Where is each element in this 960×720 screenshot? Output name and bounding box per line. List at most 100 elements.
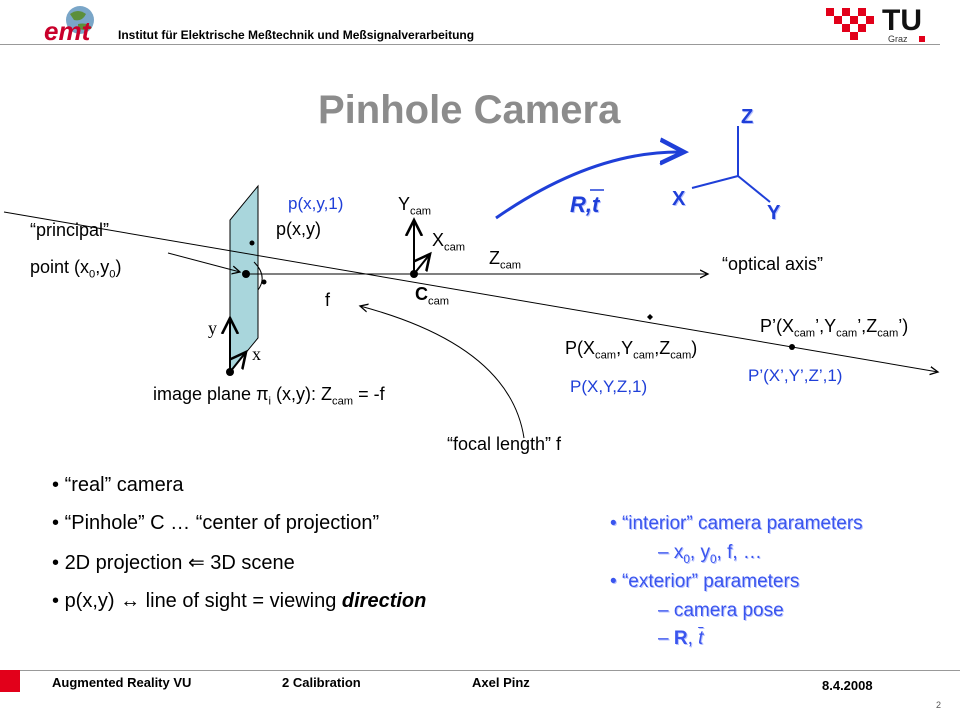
image-plane-text: image plane π bbox=[153, 384, 269, 404]
tu-logo-sub: Graz bbox=[888, 34, 908, 44]
ccam-label: Ccam bbox=[415, 284, 449, 308]
emt-logo-text: emt bbox=[44, 16, 91, 46]
pinhole-arc bbox=[253, 261, 263, 291]
bullet-projection: • 2D projection ⇐ 3D scene bbox=[52, 552, 295, 574]
p-cam-label: P(Xcam,Ycam,Zcam) bbox=[565, 338, 697, 362]
zcam-letter: Z bbox=[489, 248, 500, 268]
emt-logo: emt bbox=[38, 4, 110, 46]
tu-graz-pattern-icon bbox=[826, 8, 874, 40]
p-sep2: ,Z bbox=[654, 338, 671, 358]
zcam-sub: cam bbox=[500, 259, 522, 272]
p-sep1: ,Y bbox=[616, 338, 634, 358]
bullet-pose-text: – camera pose bbox=[658, 600, 784, 621]
xcam-sub: cam bbox=[444, 241, 466, 254]
world-x-label: X bbox=[672, 188, 686, 210]
principal-sub-x: 0 bbox=[89, 268, 96, 281]
pprime-sub1: cam bbox=[794, 327, 816, 340]
bullet-rt: – R, t bbox=[658, 628, 703, 650]
pprime-cam-label: P’(Xcam’,Ycam’,Zcam’) bbox=[760, 316, 908, 340]
world-z-label: Z bbox=[741, 106, 754, 128]
y-axis-label: y bbox=[208, 318, 217, 338]
p-point-marker bbox=[647, 314, 653, 320]
footer-topic: 2 Calibration bbox=[282, 675, 361, 690]
globe-icon bbox=[66, 6, 94, 34]
footer-author: Axel Pinz bbox=[472, 675, 530, 690]
pprime-world-label: P’(X’,Y’,Z’,1) bbox=[748, 366, 843, 385]
image-plane-eq: = -f bbox=[353, 384, 385, 404]
p-world-label: P(X,Y,Z,1) bbox=[570, 377, 648, 396]
p-sub1: cam bbox=[595, 349, 617, 362]
tu-graz-logo: TU Graz bbox=[826, 4, 936, 44]
footer-course: Augmented Reality VU bbox=[52, 675, 192, 690]
p-open: P(X bbox=[565, 338, 596, 358]
p-sub3: cam bbox=[670, 349, 692, 362]
pprime-sep1: ’,Y bbox=[815, 316, 837, 336]
pxy-dot bbox=[249, 240, 255, 246]
tu-logo-text: TU bbox=[882, 4, 922, 37]
footer-red-block bbox=[0, 670, 20, 692]
image-x-axis bbox=[230, 352, 246, 373]
focal-arrow bbox=[360, 306, 525, 439]
pprime-point-dot bbox=[789, 344, 795, 350]
world-y-axis bbox=[737, 175, 771, 203]
bullet-3dscene-text: 3D scene bbox=[210, 552, 295, 574]
principal-mid: ,y bbox=[95, 257, 110, 277]
zcam-label: Zcam bbox=[489, 248, 521, 272]
bullet-real-camera-text: “real” camera bbox=[64, 474, 184, 496]
image-plane-coords: (x,y): Z bbox=[270, 384, 332, 404]
pprime-close: ’) bbox=[898, 316, 909, 336]
slide-title: Pinhole Camera bbox=[318, 88, 621, 132]
p-homogeneous-label: p(x,y,1) bbox=[288, 194, 344, 213]
header-rule bbox=[0, 44, 940, 45]
principal-text: point (x bbox=[30, 257, 90, 277]
principal-arrow bbox=[167, 252, 240, 272]
bullet-exterior-text: “exterior” parameters bbox=[621, 571, 800, 592]
bullet-exterior: • “exterior” parameters bbox=[610, 571, 800, 592]
principal-point-dot bbox=[242, 270, 250, 278]
bullet-pinhole-text: “Pinhole” C … “center of projection” bbox=[64, 512, 380, 534]
pprime-sub3: cam bbox=[877, 327, 899, 340]
camera-center bbox=[410, 270, 418, 278]
x-axis-label: x bbox=[252, 344, 261, 364]
bullet-pose: – camera pose bbox=[658, 600, 784, 622]
interior-y0-sub: 0 bbox=[709, 552, 717, 566]
p-sub2: cam bbox=[633, 349, 655, 362]
ccam-letter: C bbox=[415, 284, 428, 304]
bullet-line-of-sight: • p(x,y) ↔ line of sight = viewing direc… bbox=[52, 590, 427, 612]
interior-y0: , y bbox=[689, 542, 710, 563]
rt-R: R bbox=[673, 628, 688, 649]
p-close: ) bbox=[691, 338, 698, 358]
world-x-axis bbox=[691, 175, 739, 189]
pprime-sep2: ’,Z bbox=[857, 316, 878, 336]
principal-sub-y: 0 bbox=[109, 268, 116, 281]
image-plane-label: image plane πi (x,y): Zcam = -f bbox=[153, 384, 385, 408]
bullet-pinhole: • “Pinhole” C … “center of projection” bbox=[52, 512, 380, 534]
footer-date: 8.4.2008 bbox=[822, 678, 873, 693]
bullet-interior: • “interior” camera parameters bbox=[610, 513, 863, 534]
ccam-sub: cam bbox=[428, 295, 450, 308]
xcam-label: Xcam bbox=[432, 230, 465, 254]
page-number: 2 bbox=[936, 700, 942, 710]
pprime-open: P’(X bbox=[760, 316, 795, 336]
institute-name: Institut für Elektrische Meßtechnik und … bbox=[118, 28, 475, 42]
rt-comma: , bbox=[687, 628, 699, 649]
bullet-interior-text: “interior” camera parameters bbox=[621, 513, 863, 534]
ycam-sub: cam bbox=[410, 205, 432, 218]
image-plane-cam-sub: cam bbox=[331, 395, 354, 408]
rt-dash: – bbox=[658, 628, 674, 649]
bullet-projection-text: 2D projection bbox=[64, 552, 183, 574]
xcam-axis bbox=[414, 254, 430, 275]
image-origin bbox=[226, 368, 234, 376]
bullet-real-camera: • “real” camera bbox=[52, 474, 184, 496]
ycam-label: Ycam bbox=[398, 194, 431, 218]
bullet-line-of-sight-text: p(x,y) ↔ line of sight = viewing bbox=[64, 590, 342, 612]
image-plane-sub: i bbox=[268, 395, 271, 408]
interior-x0: – x bbox=[658, 542, 684, 563]
ycam-letter: Y bbox=[398, 194, 411, 214]
f-label: f bbox=[325, 290, 331, 310]
interior-rest: , f, … bbox=[716, 542, 762, 563]
direction-word: direction bbox=[341, 590, 427, 612]
left-arrow-icon: ⇐ bbox=[187, 552, 205, 574]
focal-length-label: “focal length” f bbox=[447, 434, 562, 454]
